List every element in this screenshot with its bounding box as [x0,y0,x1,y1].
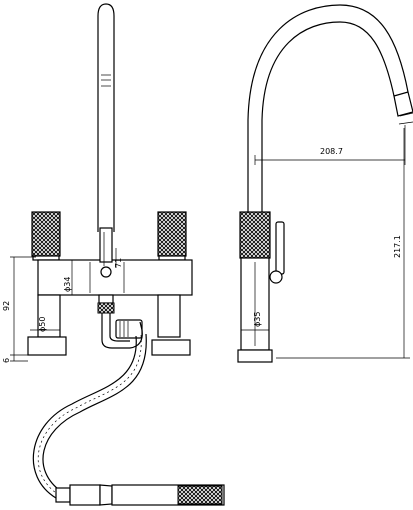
dimension-label-body-diameter: ϕ34 [63,277,72,292]
dimension-reach: 208.7 [254,125,406,165]
right-handle [157,211,187,261]
right-pillar [157,294,181,338]
dimension-label-spout-offset: 71 [114,258,123,268]
spout-outlet [393,91,413,117]
dimension-spout-height: 217.1 [276,128,410,359]
body-bar [37,259,193,296]
side-handle [239,211,271,259]
dimension-label-spout-height: 217.1 [393,235,402,258]
dimension-label-side-body-diameter: ϕ35 [253,312,262,327]
dimension-base-diameter: ϕ50 [30,317,60,332]
dimension-body-diameter: ϕ34 [63,260,73,295]
side-view: 208.7 217.1 ϕ35 [237,4,413,363]
hand-shower [55,484,225,506]
right-base [151,339,191,356]
dimension-label-reach: 208.7 [320,147,343,156]
dimension-label-base-diameter: ϕ50 [38,317,47,332]
shower-hose [32,333,147,499]
hose-connector [97,294,143,349]
side-base [237,349,273,363]
dimension-side-body-diameter: ϕ35 [241,312,269,331]
dimension-base-thickness: 6 [2,355,28,363]
front-view: 71 ϕ34 ϕ50 92 6 [2,3,225,506]
diverter-lever [99,227,113,278]
dimension-label-height: 92 [2,301,11,311]
left-handle [31,211,61,261]
dimension-height: 92 [2,256,36,356]
spout-vertical [97,3,115,232]
dimension-spout-offset: 71 [114,248,123,268]
side-lever [269,221,285,284]
spout-curve-outer [247,4,409,212]
spout-curve-inner [261,21,395,212]
left-base [27,336,67,356]
dimension-label-base-thickness: 6 [2,358,11,363]
